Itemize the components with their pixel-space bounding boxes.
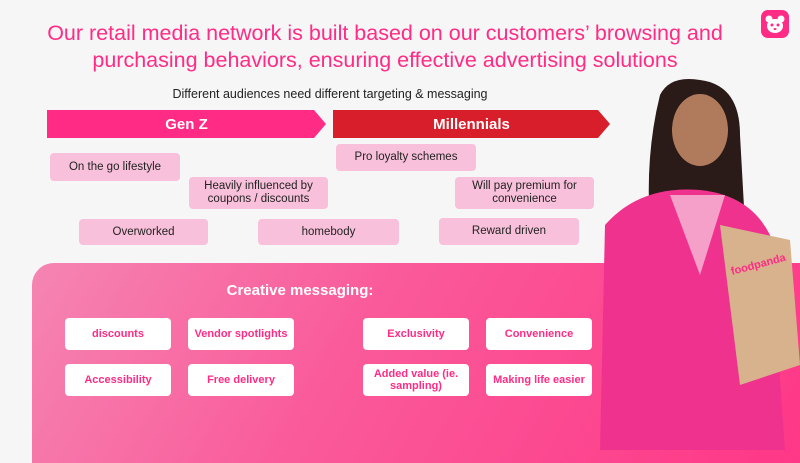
message-card: Vendor spotlights	[188, 318, 294, 350]
genz-trait: Overworked	[79, 219, 208, 245]
message-card: discounts	[65, 318, 171, 350]
genz-arrow: Gen Z	[47, 110, 326, 138]
millennial-trait: Pro loyalty schemes	[336, 144, 476, 171]
millennial-trait: Will pay premium for convenience	[455, 177, 594, 209]
message-card: Exclusivity	[363, 318, 469, 350]
genz-trait: On the go lifestyle	[50, 153, 180, 181]
millennials-arrow: Millennials	[333, 110, 610, 138]
creative-title: Creative messaging:	[226, 282, 374, 299]
message-card: Added value (ie. sampling)	[363, 364, 469, 396]
woman-with-bag-photo: foodpanda	[600, 75, 800, 450]
millennial-trait: Reward driven	[439, 218, 579, 245]
genz-trait: homebody	[258, 219, 399, 245]
message-card: Convenience	[486, 318, 592, 350]
subtitle: Different audiences need different targe…	[172, 87, 488, 101]
genz-trait: Heavily influenced by coupons / discount…	[189, 177, 328, 209]
foodpanda-logo	[761, 10, 789, 38]
message-card: Accessibility	[65, 364, 171, 396]
message-card: Making life easier	[486, 364, 592, 396]
message-card: Free delivery	[188, 364, 294, 396]
page-title: Our retail media network is built based …	[47, 21, 723, 72]
